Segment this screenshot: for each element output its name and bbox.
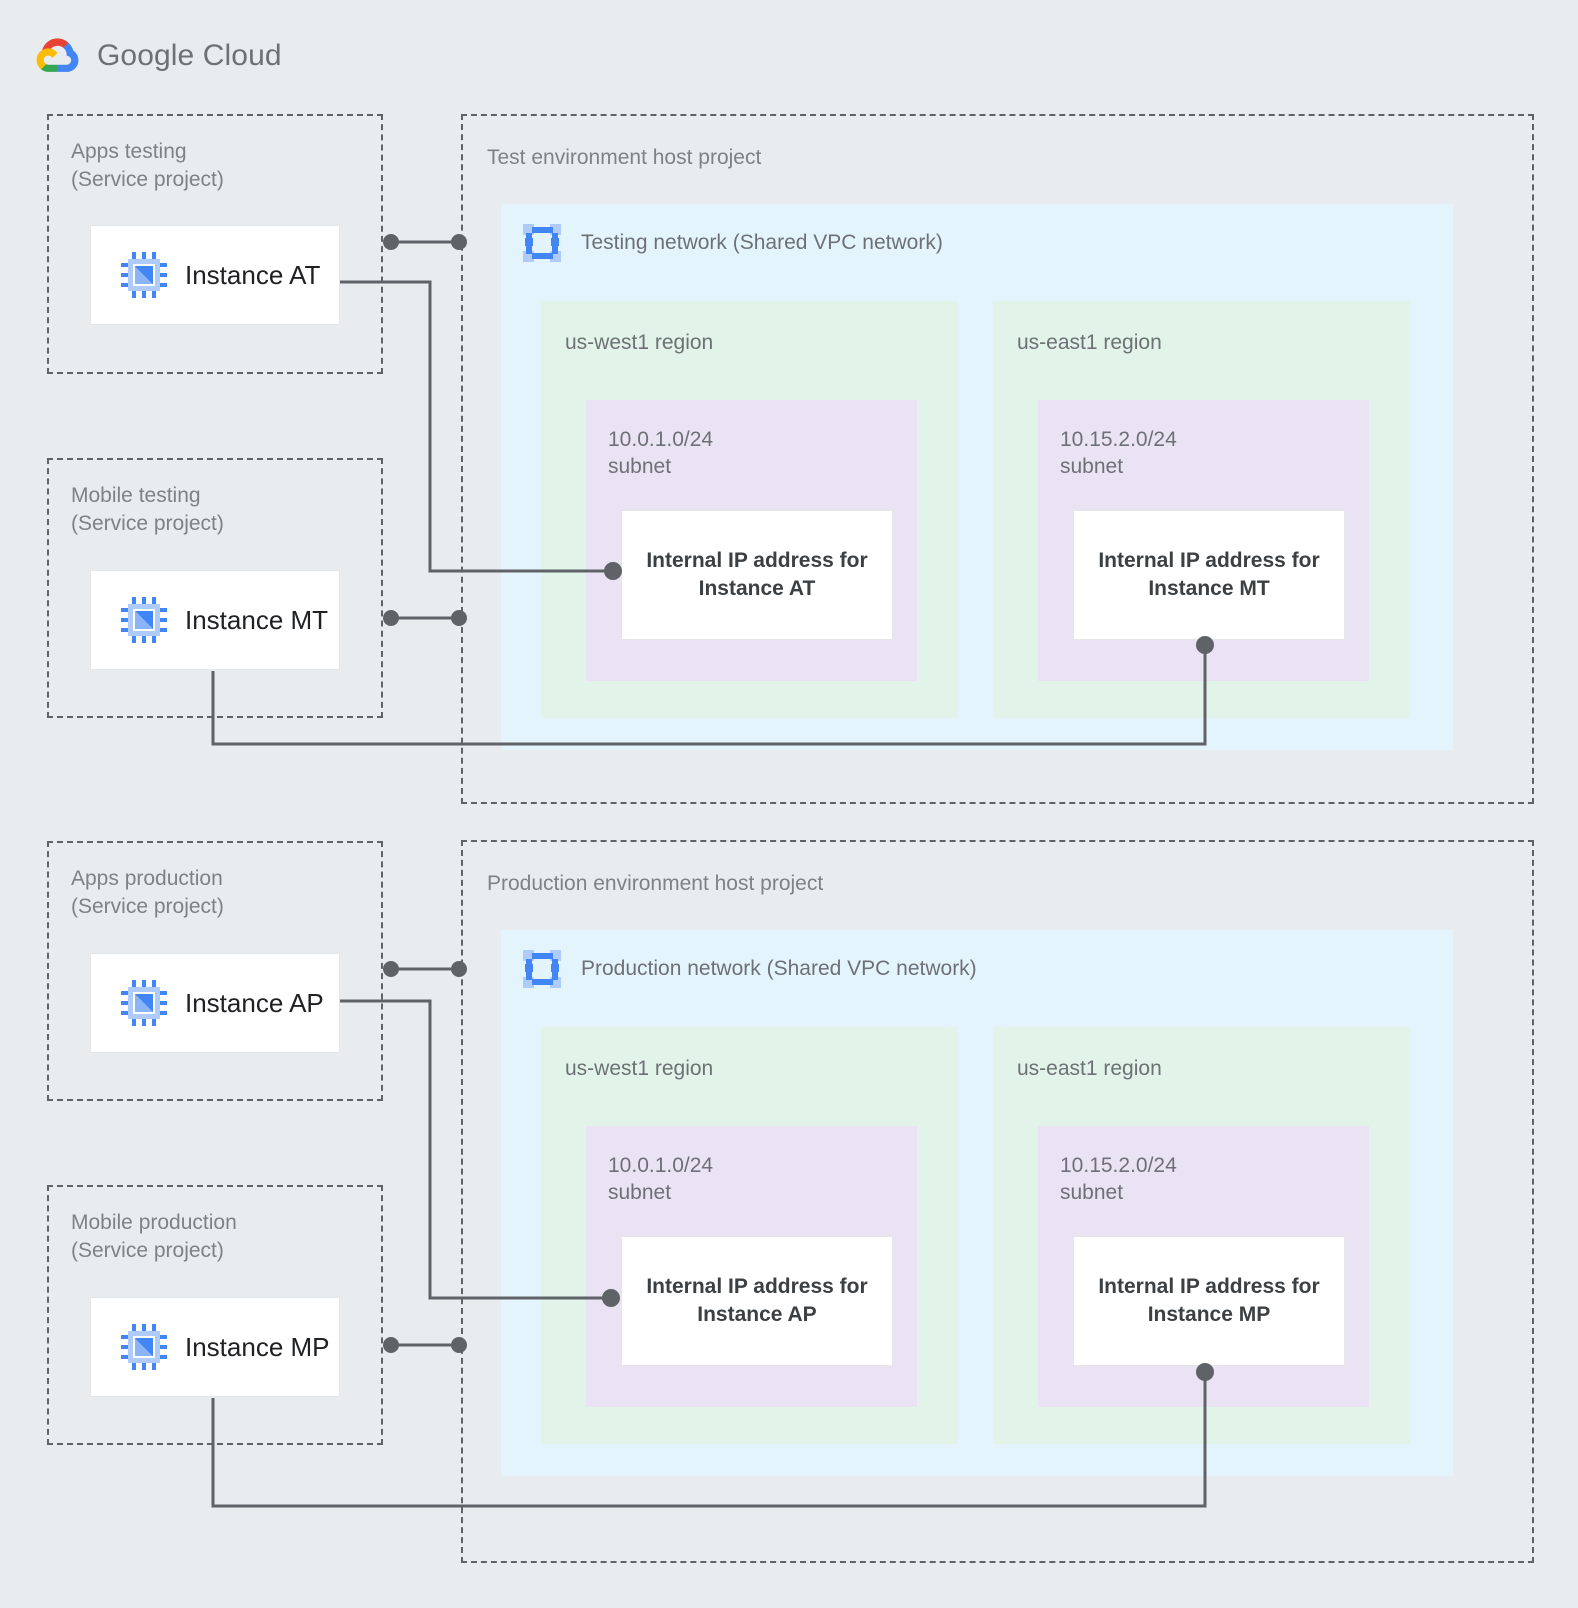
region-prod-us-west1[interactable]: us-west1 region 10.0.1.0/24 subnet Inter… [541, 1027, 958, 1444]
brand-name-bold: Google [97, 39, 195, 72]
network-header: Testing network (Shared VPC network) [523, 224, 943, 262]
service-project-apps-testing[interactable]: Apps testing (Service project) [47, 114, 383, 374]
ip-card-text: Internal IP address for Instance AP [646, 1275, 868, 1326]
connector-apps-testing-to-test-host [383, 234, 467, 250]
region-test-us-west1[interactable]: us-west1 region 10.0.1.0/24 subnet Inter… [541, 301, 958, 718]
region-label: us-west1 region [565, 331, 714, 354]
ip-card-instance-mp[interactable]: Internal IP address for Instance MP [1073, 1236, 1345, 1366]
subnet-test-us-east1[interactable]: 10.15.2.0/24 subnet Internal IP address … [1038, 400, 1369, 681]
ip-card-instance-ap[interactable]: Internal IP address for Instance AP [621, 1236, 893, 1366]
subnet-test-us-west1[interactable]: 10.0.1.0/24 subnet Internal IP address f… [586, 400, 917, 681]
network-production[interactable]: Production network (Shared VPC network) … [501, 930, 1453, 1476]
service-project-title: Apps production (Service project) [71, 867, 224, 918]
connector-mobile-testing-to-test-host [383, 610, 467, 626]
instance-label: Instance MP [185, 1331, 330, 1362]
region-label: us-west1 region [565, 1057, 714, 1080]
instance-label: Instance AP [185, 987, 324, 1018]
network-label: Testing network (Shared VPC network) [581, 231, 943, 254]
connector-mobile-production-to-prod-host [383, 1337, 467, 1353]
vm-instance-icon [121, 252, 167, 298]
vpc-network-icon [523, 224, 561, 262]
subnet-label: 10.0.1.0/24 subnet [608, 428, 714, 478]
google-cloud-logo-icon [35, 34, 83, 78]
subnet-prod-us-west1[interactable]: 10.0.1.0/24 subnet Internal IP address f… [586, 1126, 917, 1407]
ip-card-instance-mt[interactable]: Internal IP address for Instance MT [1073, 510, 1345, 640]
host-project-title: Test environment host project [487, 146, 762, 169]
vm-instance-icon [121, 597, 167, 643]
ip-card-text: Internal IP address for Instance MP [1098, 1275, 1320, 1326]
subnet-label: 10.0.1.0/24 subnet [608, 1154, 714, 1204]
instance-card-ap[interactable]: Instance AP [90, 953, 340, 1053]
network-testing[interactable]: Testing network (Shared VPC network) us-… [501, 204, 1453, 750]
brand-name-light: Cloud [194, 39, 282, 72]
subnet-label: 10.15.2.0/24 subnet [1060, 428, 1177, 478]
region-test-us-east1[interactable]: us-east1 region 10.15.2.0/24 subnet Inte… [993, 301, 1410, 718]
ip-card-instance-at[interactable]: Internal IP address for Instance AT [621, 510, 893, 640]
instance-card-at[interactable]: Instance AT [90, 225, 340, 325]
network-header: Production network (Shared VPC network) [523, 950, 977, 988]
subnet-prod-us-east1[interactable]: 10.15.2.0/24 subnet Internal IP address … [1038, 1126, 1369, 1407]
connector-apps-production-to-prod-host [383, 961, 467, 977]
vm-instance-icon [121, 1324, 167, 1370]
instance-card-mt[interactable]: Instance MT [90, 570, 340, 670]
instance-label: Instance AT [185, 259, 321, 290]
host-project-title: Production environment host project [487, 872, 824, 895]
google-cloud-brand: Google Cloud [35, 34, 282, 78]
vm-instance-icon [121, 980, 167, 1026]
ip-card-text: Internal IP address for Instance MT [1098, 549, 1320, 600]
network-label: Production network (Shared VPC network) [581, 957, 977, 980]
subnet-label: 10.15.2.0/24 subnet [1060, 1154, 1177, 1204]
brand-wordmark: Google Cloud [97, 39, 282, 73]
region-prod-us-east1[interactable]: us-east1 region 10.15.2.0/24 subnet Inte… [993, 1027, 1410, 1444]
service-project-title: Mobile testing (Service project) [71, 484, 224, 535]
instance-label: Instance MT [185, 604, 329, 635]
service-project-title: Mobile production (Service project) [71, 1211, 237, 1262]
vpc-network-icon [523, 950, 561, 988]
service-project-title: Apps testing (Service project) [71, 140, 224, 191]
service-project-apps-production[interactable]: Apps production (Service project) [47, 841, 383, 1101]
region-label: us-east1 region [1017, 1057, 1162, 1080]
ip-card-text: Internal IP address for Instance AT [646, 549, 868, 600]
service-project-mobile-production[interactable]: Mobile production (Service project) [47, 1185, 383, 1445]
region-label: us-east1 region [1017, 331, 1162, 354]
instance-card-mp[interactable]: Instance MP [90, 1297, 340, 1397]
